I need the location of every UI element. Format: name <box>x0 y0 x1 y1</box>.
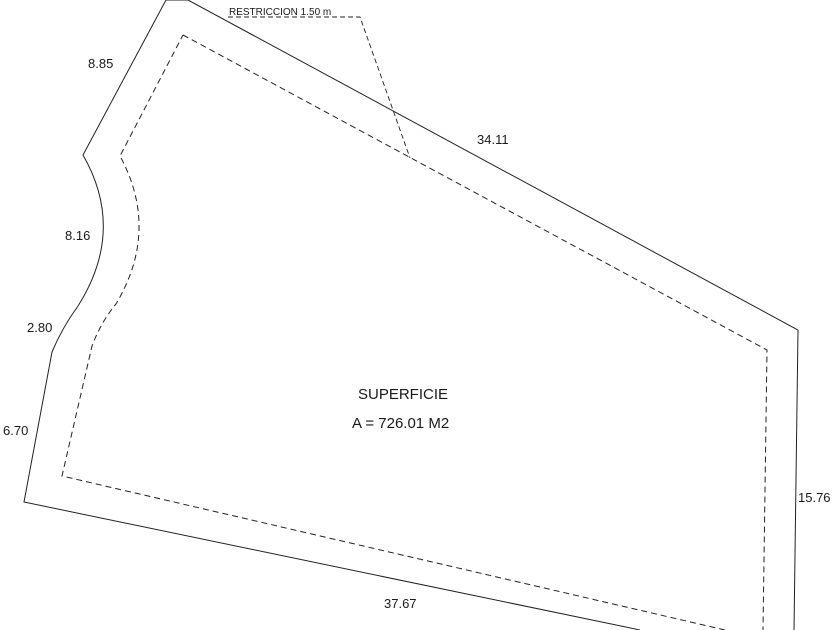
dimension-east: 15.76 <box>798 490 831 505</box>
dimension-northwest: 8.85 <box>88 56 113 71</box>
area-title: SUPERFICIE <box>358 386 448 403</box>
dimension-south: 37.67 <box>384 596 417 611</box>
restriction-note: RESTRICCION 1.50 m <box>229 7 331 18</box>
restriction-leader <box>228 16 411 159</box>
dimension-west-curve: 8.16 <box>65 228 90 243</box>
setback-line <box>61 34 768 630</box>
property-boundary <box>23 0 799 630</box>
dimension-north: 34.11 <box>477 132 509 147</box>
area-value: A = 726.01 M2 <box>352 415 449 432</box>
dimension-west-short: 2.80 <box>27 320 52 335</box>
dimension-west-lower: 6.70 <box>3 423 28 438</box>
